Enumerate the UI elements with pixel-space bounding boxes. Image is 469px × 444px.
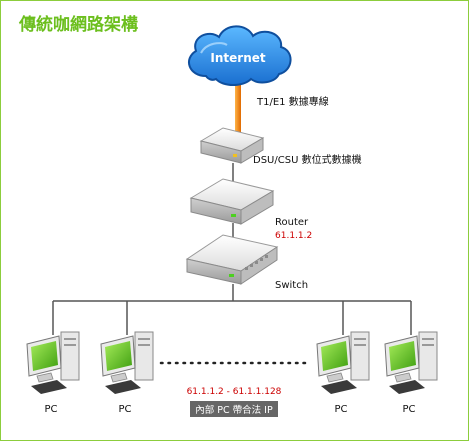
router-ip: 61.1.1.2 <box>275 231 312 241</box>
router-label: Router <box>275 217 309 228</box>
pc-label: PC <box>118 404 131 415</box>
pc-icon <box>26 331 80 394</box>
pc-label: PC <box>402 404 415 415</box>
internet-cloud-icon <box>187 25 292 86</box>
ip-range: 61.1.1.2 - 61.1.1.128 <box>187 387 282 397</box>
pc-label: PC <box>334 404 347 415</box>
ip-note-badge <box>190 401 278 417</box>
router-icon <box>189 178 275 225</box>
switch-label: Switch <box>275 280 308 291</box>
switch-icon <box>185 234 279 285</box>
diagram-title: 傳統咖網路架構 <box>18 14 138 35</box>
link-label: T1/E1 數據專線 <box>256 95 329 108</box>
ip-note: 內部 PC 帶合法 IP <box>195 404 273 416</box>
pc-icon <box>100 331 154 394</box>
pc-icon <box>384 331 438 394</box>
dsu-label: DSU/CSU 數位式數據機 <box>253 153 362 166</box>
lan-bus <box>52 284 412 335</box>
dsu-csu-modem-icon <box>199 127 265 164</box>
internet-label: Internet <box>210 51 265 65</box>
t1-cable <box>235 81 241 141</box>
pc-icon <box>316 331 370 394</box>
pc-label: PC <box>44 404 57 415</box>
